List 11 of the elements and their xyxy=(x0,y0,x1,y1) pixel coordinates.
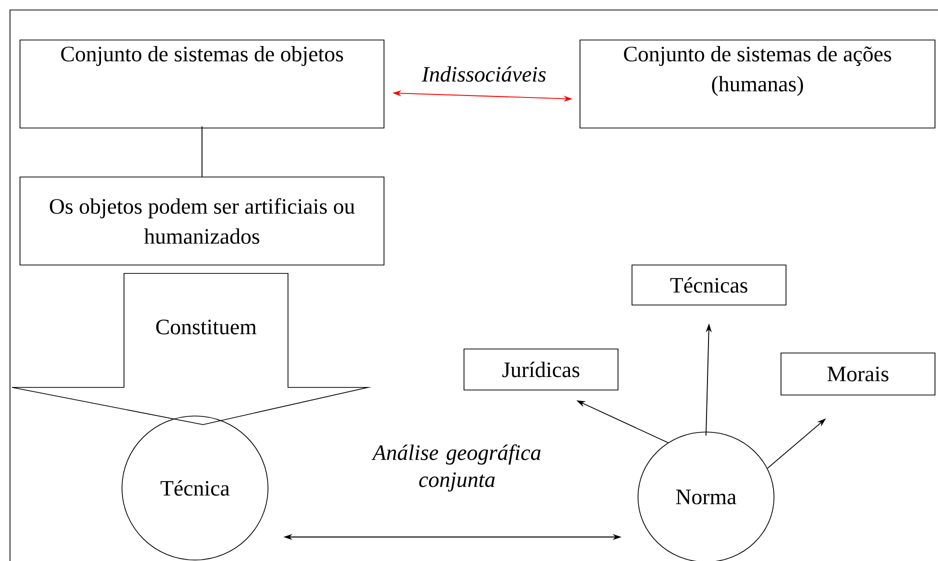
text-box: Os objetos podem ser artificiais ou humanizados xyxy=(20,176,384,266)
edge-label: Análise geográfica conjunta xyxy=(371,444,540,492)
text-box: Conjunto de sistemas de objetos xyxy=(20,40,384,128)
edge-label: Indissociáveis xyxy=(422,66,546,82)
text-box: Morais xyxy=(780,352,936,396)
ellipse-node: Técnica xyxy=(122,416,268,560)
text-box: Técnicas xyxy=(632,264,786,306)
block-arrow xyxy=(12,273,372,425)
text-box: Jurídicas xyxy=(464,348,618,390)
text-box: Conjunto de sistemas de ações (humanas) xyxy=(580,40,936,128)
edge-label: Constituem xyxy=(156,320,256,334)
